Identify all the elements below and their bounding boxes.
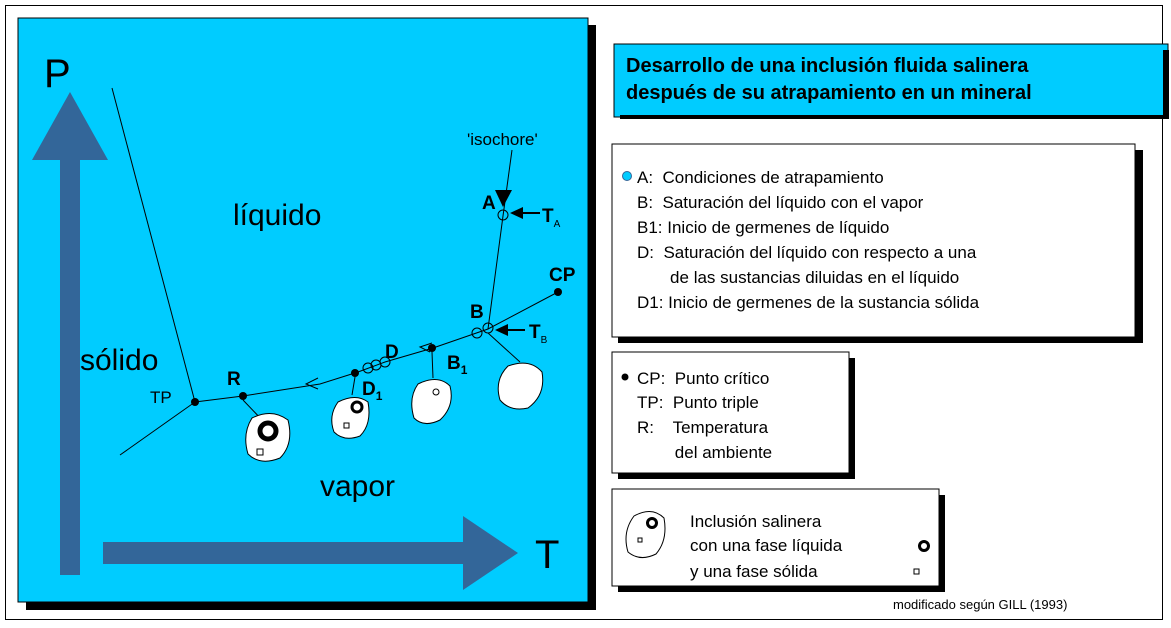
title-line-1: Desarrollo de una inclusión fluida salin… [626, 55, 1029, 77]
inclusion-d1-bubble [350, 400, 364, 414]
legend3-inclusion-icon [625, 511, 666, 558]
legend3-line-2: con una fase líquida [690, 536, 843, 555]
solid-vapor-line [119, 401, 196, 456]
title-box-shadow-bottom [620, 115, 1169, 119]
tb-arrow-head [495, 324, 508, 336]
legend3-inclusion-bubble [646, 517, 658, 529]
isochore-label: 'isochore' [467, 130, 538, 149]
isochore-arrowhead [495, 190, 512, 207]
legend2-line-2: TP: Punto triple [637, 393, 759, 412]
point-a [497, 209, 509, 221]
inclusion-d1-crystal [343, 422, 350, 429]
point-cp [554, 288, 562, 296]
leader-d1 [351, 376, 356, 396]
legend1-line-6: D1: Inicio de germenes de la sustancia s… [637, 293, 980, 312]
label-d1-sub: 1 [376, 389, 383, 403]
point-d-3 [379, 356, 391, 368]
point-r [239, 392, 247, 400]
legend2-line-1: CP: Punto crítico [637, 369, 769, 388]
path-arrow-d [418, 342, 433, 353]
label-tb-main: T [529, 322, 541, 343]
p-axis-shaft [60, 160, 80, 575]
region-vapor: vapor [320, 470, 395, 503]
ta-arrow-head [510, 207, 523, 219]
legend2-dot-icon [621, 373, 629, 381]
point-tp [191, 398, 199, 406]
inclusion-r-bubble [257, 420, 279, 442]
legend1-line-4: D: Saturación del líquido con respecto a… [637, 243, 977, 262]
label-ta-main: T [542, 206, 554, 227]
legend2-line-4: del ambiente [637, 443, 772, 462]
leader-b [487, 332, 521, 363]
outer-frame [5, 5, 1163, 620]
t-axis-shaft [103, 542, 463, 564]
leader-b1 [431, 351, 434, 379]
inclusion-d1 [331, 397, 370, 439]
region-liquido: líquido [233, 199, 321, 232]
legend3-liquid-phase-icon [918, 540, 930, 552]
legend2-line-3: R: Temperatura [637, 418, 769, 437]
label-tb: TB [529, 322, 548, 346]
point-d-1 [362, 362, 374, 374]
legend3-inclusion-crystal [637, 537, 643, 543]
title-box [613, 43, 1169, 118]
legend3-solid-phase-icon [913, 568, 920, 575]
inclusion-b1-bubble [432, 388, 440, 396]
inclusion-empty [497, 362, 544, 410]
label-d1-main: D [362, 379, 376, 400]
legend1-box [611, 143, 1136, 338]
legend3-box [611, 488, 940, 587]
legend1-line-5: de las sustancias diluidas en el líquido [637, 268, 959, 287]
path-arrow-lv [304, 377, 319, 390]
legend1-marker-icon [622, 171, 632, 181]
point-b1-dot [428, 344, 436, 352]
isochore-line [487, 149, 513, 330]
inclusion-vapor-bubble [411, 379, 452, 424]
label-b1: B1 [447, 353, 468, 377]
title-box-shadow-right [1163, 50, 1169, 119]
label-ta: TA [542, 206, 561, 230]
credit-text: modificado según GILL (1993) [893, 597, 1067, 612]
label-cp: CP [549, 265, 576, 286]
legend1-line-2: B: Saturación del líquido con el vapor [637, 193, 924, 212]
region-solido: sólido [80, 344, 158, 377]
inclusion-r-crystal [256, 448, 264, 456]
diagram-panel [17, 17, 589, 603]
label-ta-sub: A [554, 219, 561, 230]
label-d1: D1 [362, 379, 383, 403]
legend2-box [611, 351, 850, 474]
legend1-line-3: B1: Inicio de germenes de líquido [637, 218, 889, 237]
label-tb-sub: B [541, 335, 548, 346]
point-d1-dot [351, 369, 359, 377]
label-d: D [385, 342, 399, 363]
legend3-line-1: Inclusión salinera [690, 512, 822, 531]
solid-liquid-line [111, 87, 196, 403]
label-b1-sub: 1 [461, 363, 468, 377]
t-axis-head [463, 516, 518, 590]
label-r: R [227, 369, 241, 390]
legend1-line-1: A: Condiciones de atrapamiento [637, 168, 884, 187]
p-axis-head [32, 92, 108, 160]
label-b: B [470, 302, 484, 323]
title-line-2: después de su atrapamiento en un mineral [626, 82, 1032, 104]
legend3-line-3: y una fase sólida [690, 562, 818, 581]
point-b-2 [471, 327, 483, 339]
label-b1-main: B [447, 353, 461, 374]
axis-p-label: P [44, 52, 71, 96]
label-tp: TP [150, 388, 172, 407]
axis-t-label: T [535, 533, 559, 577]
label-a: A [482, 193, 496, 214]
